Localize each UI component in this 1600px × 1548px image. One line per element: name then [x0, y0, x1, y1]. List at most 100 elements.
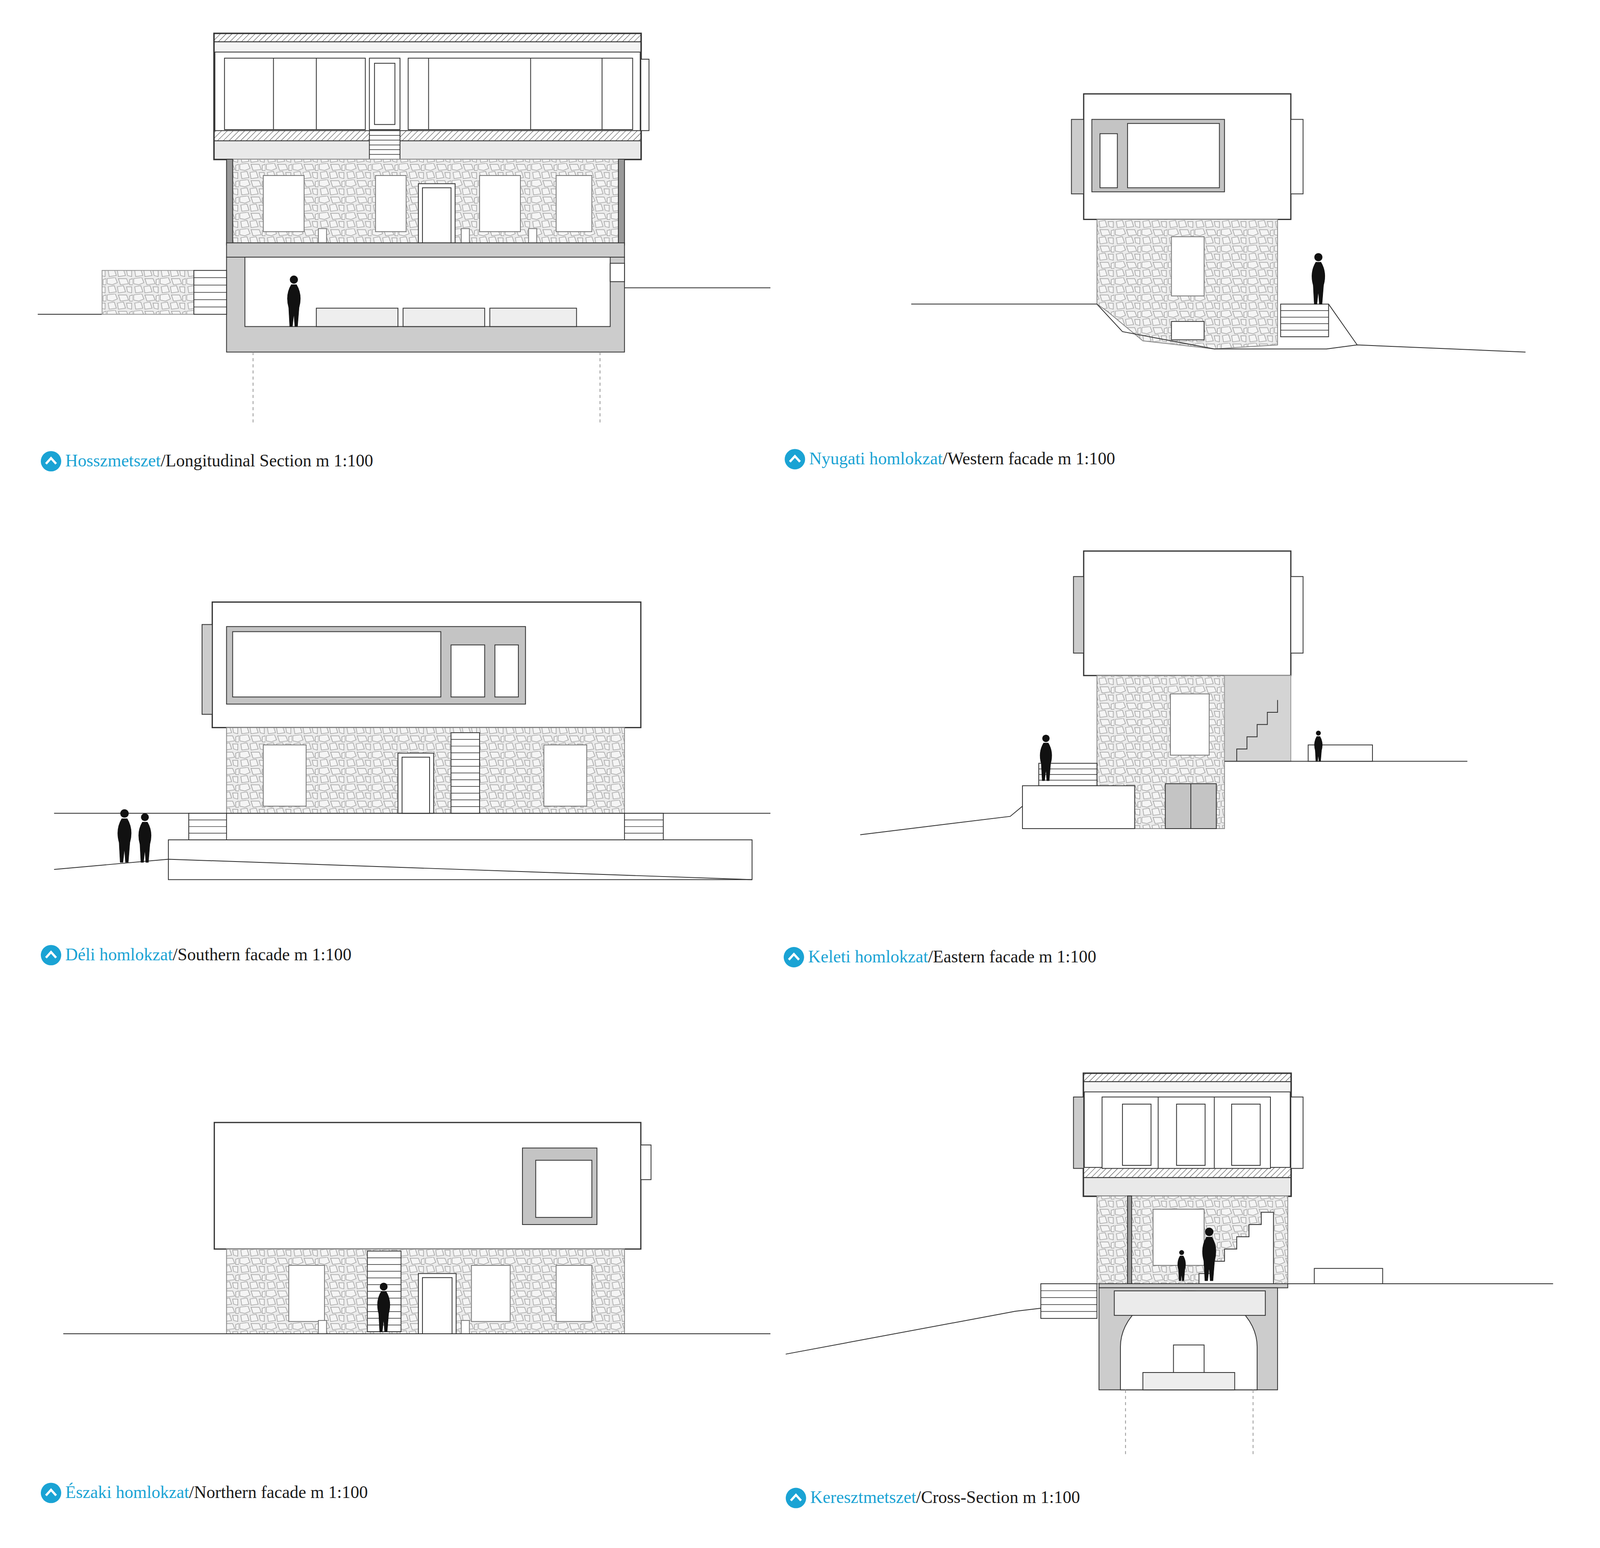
stair-step	[188, 819, 227, 820]
drawing-line	[272, 58, 274, 130]
stair	[1236, 700, 1278, 762]
vent	[610, 263, 625, 282]
stair-step	[450, 772, 480, 773]
stair-step	[369, 139, 400, 140]
stair-step	[367, 1257, 402, 1258]
stair	[193, 270, 227, 315]
bench	[1314, 1267, 1383, 1284]
opening	[556, 1265, 593, 1322]
upper-volume	[212, 601, 641, 728]
stone-wall	[102, 270, 194, 315]
door-panel	[1176, 1103, 1206, 1165]
stair-step	[369, 135, 400, 136]
axis-line	[599, 352, 601, 424]
window-frame	[226, 626, 526, 704]
opening	[1171, 236, 1204, 296]
stair-step	[450, 738, 480, 740]
stone-wall	[226, 1248, 625, 1334]
window	[535, 1160, 593, 1218]
stair-step	[193, 277, 227, 278]
window	[232, 631, 441, 697]
stair-step	[193, 299, 227, 300]
stair-step	[1040, 1303, 1098, 1305]
column	[226, 159, 233, 245]
door	[418, 183, 455, 243]
caption-title-en: /Southern facade m 1:100	[172, 944, 352, 965]
person-head	[1042, 734, 1050, 743]
column	[1127, 1195, 1132, 1284]
caption-title-en: /Longitudinal Section m 1:100	[160, 450, 374, 471]
stair-step	[193, 292, 227, 293]
stair	[1040, 1283, 1098, 1318]
window	[1102, 1096, 1271, 1168]
caption-chevron	[790, 1494, 801, 1500]
opening	[479, 175, 521, 232]
opening	[471, 1265, 510, 1322]
upper-volume	[1083, 1073, 1291, 1196]
stair-step	[188, 825, 227, 827]
caption-icon	[785, 1487, 807, 1508]
stair-step	[193, 284, 227, 285]
person-silhouette	[117, 818, 132, 862]
opening	[543, 744, 587, 806]
door-panel	[1122, 1103, 1152, 1165]
caption-title-hu: Nyugati homlokzat	[809, 448, 943, 469]
opening	[375, 175, 406, 232]
caption-icon	[40, 1482, 62, 1503]
person-silhouette	[1314, 736, 1323, 761]
drawing-caption: Északi homlokzat/Northern facade m 1:100	[65, 1483, 368, 1501]
door	[369, 58, 400, 130]
person-head	[290, 275, 299, 284]
drawing-line	[1190, 783, 1192, 829]
stair-step	[367, 1263, 402, 1265]
person-head	[1314, 252, 1323, 262]
stair-step	[624, 819, 664, 820]
window	[450, 644, 485, 697]
caption-icon	[40, 944, 62, 965]
opening	[1170, 693, 1210, 755]
drawing-caption: Nyugati homlokzat/Western facade m 1:100	[809, 450, 1115, 468]
caption-title-hu: Keleti homlokzat	[808, 946, 929, 967]
drawing-line	[530, 58, 532, 130]
opening	[288, 1265, 325, 1322]
shutter	[1073, 1096, 1084, 1168]
ground-line	[911, 303, 1098, 305]
axis-line	[252, 352, 254, 424]
person-head	[140, 812, 149, 821]
caption-title-en: /Northern facade m 1:100	[189, 1482, 368, 1502]
opening	[528, 228, 538, 243]
stair-step	[450, 745, 480, 746]
caption-icon	[783, 946, 805, 968]
door	[1165, 783, 1217, 829]
opening	[318, 228, 327, 243]
stair-step	[450, 805, 480, 807]
stair-step	[1280, 330, 1329, 331]
person-silhouette	[1312, 262, 1325, 304]
opening	[263, 744, 307, 806]
stair-step	[450, 785, 480, 787]
upper-volume	[214, 33, 641, 160]
floor-layer	[1083, 1177, 1291, 1196]
opening	[318, 1320, 327, 1334]
caption-title-hu: Északi homlokzat	[65, 1482, 190, 1502]
roof-layer	[1083, 1073, 1291, 1082]
vault-top	[1114, 1290, 1265, 1315]
ground-line	[1328, 304, 1358, 345]
drawing-line	[428, 58, 430, 130]
stair-step	[369, 154, 400, 155]
stair	[369, 130, 400, 160]
axis-line	[1125, 1389, 1126, 1454]
ground-line	[63, 1332, 771, 1334]
terrain-line	[54, 858, 753, 880]
shutter	[640, 1144, 651, 1180]
door	[1173, 1344, 1204, 1375]
upper-volume	[214, 1122, 641, 1249]
stair-step	[193, 306, 227, 308]
stair	[188, 812, 227, 840]
stone-wall	[1097, 1195, 1128, 1284]
caption-chevron	[790, 455, 800, 462]
person-head	[120, 809, 129, 818]
drawing-line	[601, 58, 603, 130]
